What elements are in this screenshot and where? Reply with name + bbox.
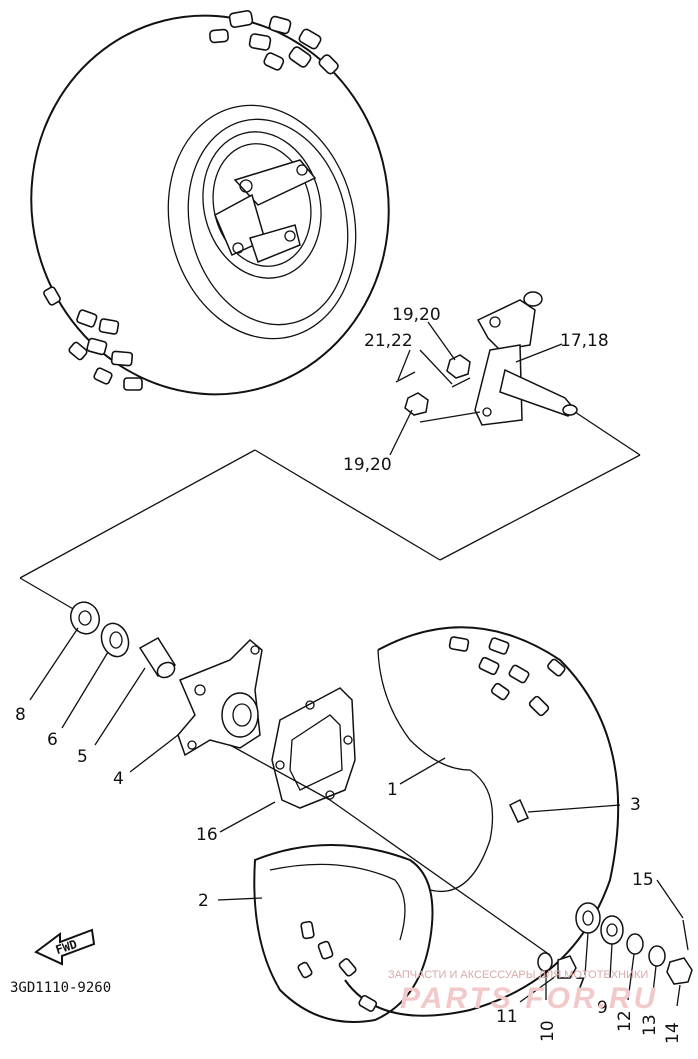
- nut-and-cotter-pin-drawing: [395, 354, 471, 416]
- callout-19-20-bottom: 19,20: [343, 455, 392, 475]
- callout-10: 10: [538, 1020, 558, 1042]
- plate-16-drawing: [271, 687, 356, 809]
- assembled-wheel-drawing: [30, 10, 390, 396]
- callout-9: 9: [597, 998, 608, 1018]
- callout-15: 15: [632, 870, 654, 890]
- steering-knuckle-drawing: [474, 291, 578, 426]
- rim-halves-drawing: [253, 626, 620, 1023]
- fwd-arrow: FWD: [34, 928, 96, 966]
- hub-4-drawing: [177, 638, 263, 757]
- lower-leader-lines: [29, 627, 684, 1007]
- watermark-line2: PARTS FOR.RU: [400, 982, 658, 1015]
- callout-21-22: 21,22: [364, 331, 413, 351]
- oil-seal-8-drawing: [70, 601, 100, 635]
- watermark-line1: ЗАПЧАСТИ И АКСЕССУАРЫ ДЛЯ МОТОТЕХНИКИ: [388, 969, 648, 981]
- callout-4: 4: [113, 769, 124, 789]
- callout-2: 2: [198, 891, 209, 911]
- callout-6: 6: [47, 730, 58, 750]
- callout-14: 14: [663, 1022, 683, 1044]
- callout-12: 12: [615, 1010, 635, 1032]
- spacer-5-drawing: [138, 636, 177, 679]
- callout-17-18: 17,18: [560, 331, 609, 351]
- upper-leader-lines: [19, 321, 641, 611]
- fwd-label: FWD: [54, 937, 79, 957]
- callout-7: 7: [575, 975, 586, 995]
- drawing-code: 3GD1110-9260: [10, 980, 111, 996]
- callout-13: 13: [640, 1014, 660, 1036]
- bearing-6-drawing: [100, 622, 130, 658]
- callout-1: 1: [387, 780, 398, 800]
- callout-11: 11: [496, 1007, 518, 1027]
- watermark: ЗАПЧАСТИ И АКСЕССУАРЫ ДЛЯ МОТОТЕХНИКИ PA…: [388, 969, 658, 1015]
- callout-5: 5: [77, 747, 88, 767]
- callout-16: 16: [196, 825, 218, 845]
- callout-8: 8: [15, 705, 26, 725]
- callout-19-20-top: 19,20: [392, 305, 441, 325]
- callout-labels: 19,20 21,22 17,18 19,20 8 6 5 4 16 1 3 2…: [10, 305, 683, 1044]
- callout-3: 3: [630, 795, 641, 815]
